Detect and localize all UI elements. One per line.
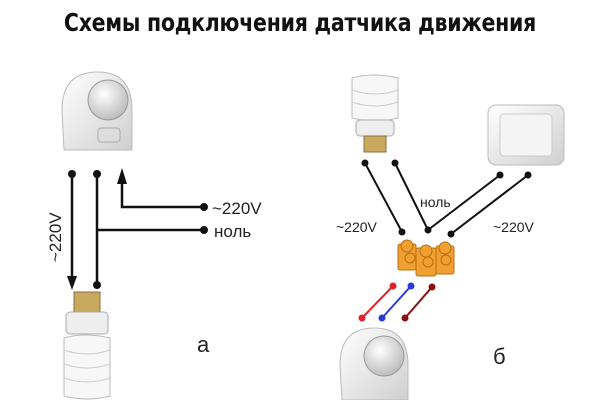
arrow-up-icon [117,168,127,184]
wire-endpoints-a [67,168,208,290]
neutral-label-a: ноль [214,222,251,241]
terminal-block [397,239,455,277]
sensor-wires-b [358,282,436,322]
phase-vertical-label-a: ~220V [46,212,65,262]
arrow-down-icon [67,276,77,290]
motion-sensor-b [339,327,409,400]
diagram-label-b: б [493,344,506,369]
page-title: Схемы подключения датчика движения [63,8,537,37]
phase-left-label-b: ~220V [336,219,378,235]
phase-label-a: ~220V [212,199,262,218]
neutral-label-b: ноль [420,194,451,210]
light-switch-b [487,104,565,166]
motion-sensor-a [61,71,133,151]
lamp-bulb-b [351,74,399,153]
wires-b [364,162,529,235]
diagram-label-a: а [197,332,210,357]
lamp-bulb-a [63,291,111,400]
phase-right-label-b: ~220V [493,219,535,235]
wires-a [70,174,204,284]
wire-endpoints-b [361,159,532,238]
